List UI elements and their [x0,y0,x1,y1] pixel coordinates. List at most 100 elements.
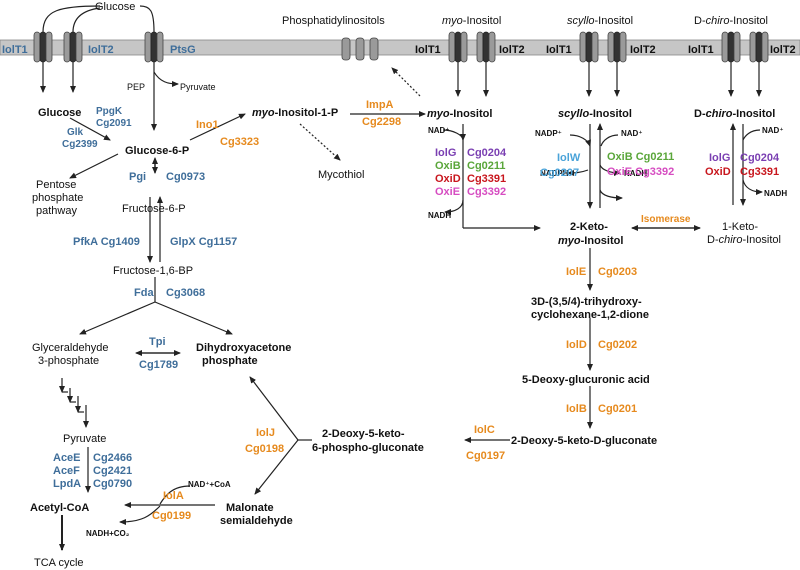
tpi-label: Tpi [149,336,166,348]
malonate-semialdehyde-node-1: Malonate [226,502,274,514]
ppp-label-3: pathway [36,205,77,217]
transporter-iolt1-left [33,31,53,63]
myo-nadh-label: NADH [428,211,451,220]
cg0207-label: Cg0207 [540,167,579,179]
pfka-label: PfkA Cg1409 [73,236,140,248]
deoxy-keto-d-gluconate-node: 2-Deoxy-5-keto-D-gluconate [511,435,657,447]
isomerase-label: Isomerase [641,214,691,225]
myo-nad-label: NAD⁺ [428,126,450,135]
acef-label: AceF [53,465,80,477]
scyllo-nadh-label: NADH [624,169,647,178]
chiro-cg3391-label: Cg3391 [740,166,779,178]
transporter-iolt1-scyllo [579,31,599,63]
thcd-node-2: cyclohexane-1,2-dione [531,309,649,321]
iolj-label: IolJ [256,427,275,439]
ptsg-label: PtsG [170,44,196,56]
myo-inositol-node: myo-Inositol [427,108,492,120]
scyllo-nad-label: NAD⁺ [621,129,643,138]
myo-oxie-label: OxiE [435,186,460,198]
myo-cg3391-label: Cg3391 [467,173,506,185]
thcd-node-1: 3D-(3,5/4)-trihydroxy- [531,296,642,308]
scyllo-inositol-top-label: scyllo-Inositol [567,15,633,27]
chiro-oxid-label: OxiD [705,166,731,178]
ppp-label-1: Pentose [36,179,76,191]
cg0973-label: Cg0973 [166,171,205,183]
myo-cg3392-label: Cg3392 [467,186,506,198]
phosphatidylinositols-label: Phosphatidylinositols [282,15,385,27]
acetyl-coa-node: Acetyl-CoA [30,502,89,514]
cell-membrane [0,39,800,56]
iola-label: IolA [163,490,184,502]
keto-myo-inositol-node-1: 2-Keto- [570,221,608,233]
cg0199-label: Cg0199 [152,510,191,522]
nadh-co2-label: NADH+CO₂ [86,529,130,538]
ppp-label-2: phosphate [32,192,83,204]
iolb-label: IolB [566,403,587,415]
keto-chiro-inositol-node-1: 1-Keto- [722,221,758,233]
gap-node-1: Glyceraldehyde [32,342,108,354]
tca-cycle-node: TCA cycle [34,557,84,569]
cg2421-label: Cg2421 [93,465,132,477]
myo-oxid-label: OxiD [435,173,461,185]
chiro-iolg-label: IolG [709,152,730,164]
dhap-node-1: Dihydroxyacetone [196,342,291,354]
glucose-node: Glucose [38,107,81,119]
transporter-iolt2-chiro [749,31,769,63]
transporter-ptsg [144,31,164,63]
iolt1-label-scyllo: IolT1 [546,44,572,56]
cg0203-label: Cg0203 [598,266,637,278]
glucose-top-label: Glucose [95,1,135,13]
cg2466-label: Cg2466 [93,452,132,464]
iolt1-label-myo: IolT1 [415,44,441,56]
chiro-inositol-top-label: D-chiro-Inositol [694,15,768,27]
chiro-inositol-node: D-chiro-Inositol [694,108,775,120]
scyllo-oxie-label: OxiE Cg3392 [607,166,674,178]
iolw-label: IolW [557,152,581,164]
pgi-label: Pgi [129,171,146,183]
pyruvate-node: Pyruvate [63,433,106,445]
malonate-semialdehyde-node-2: semialdehyde [220,515,293,527]
deoxy-glucuronic-acid-node: 5-Deoxy-glucuronic acid [522,374,650,386]
transporter-iolt2-left [63,31,83,63]
fructose-6-p-node: Fructose-6-P [122,203,186,215]
phosphatidylinositol-cluster [341,37,379,61]
cg2399-label: Cg2399 [62,139,98,150]
iolt2-label-chiro: IolT2 [770,44,796,56]
cg0198-label: Cg0198 [245,443,284,455]
myo-iolg-label: IolG [435,147,456,159]
gap-node-2: 3-phosphate [38,355,99,367]
myo-cg0211-label: Cg0211 [467,160,506,172]
iolt2-label-scyllo: IolT2 [630,44,656,56]
myo-cg0204-label: Cg0204 [467,147,507,159]
scyllo-oxib-label: OxiB Cg0211 [607,151,674,163]
cg1789-label: Cg1789 [139,359,178,371]
transporter-iolt1-myo [448,31,468,63]
nad-coa-label: NAD⁺+CoA [188,480,231,489]
transporter-iolt2-scyllo [607,31,627,63]
pep-label: PEP [127,82,145,92]
myo-inositol-1-p-node: myo-Inositol-1-P [252,107,338,119]
pyruvate-transport-label: Pyruvate [180,82,216,92]
cg0197-label: Cg0197 [466,450,505,462]
impa-label: ImpA [366,99,394,111]
iolt1-label-chiro: IolT1 [688,44,714,56]
transporter-iolt2-myo [476,31,496,63]
dkpg-node-1: 2-Deoxy-5-keto- [322,428,405,440]
fda-label: Fda [134,287,154,299]
keto-chiro-inositol-node-2: D-chiro-Inositol [707,234,781,246]
mycothiol-node: Mycothiol [318,169,364,181]
cg0201-label: Cg0201 [598,403,637,415]
cg3323-label: Cg3323 [220,136,259,148]
scyllo-nadp-label: NADP⁺ [535,129,562,138]
acee-label: AceE [53,452,81,464]
chiro-cg0204-label: Cg0204 [740,152,780,164]
iolt1-label-left: IolT1 [2,44,28,56]
cg3068-label: Cg3068 [166,287,205,299]
scyllo-inositol-node: scyllo-Inositol [558,108,632,120]
myo-inositol-top-label: myo-Inositol [442,15,501,27]
keto-myo-inositol-node-2: myo-Inositol [558,235,623,247]
cg2091-label: Cg2091 [96,118,132,129]
glk-label: Glk [67,127,84,138]
ino1-label: Ino1 [196,119,219,131]
